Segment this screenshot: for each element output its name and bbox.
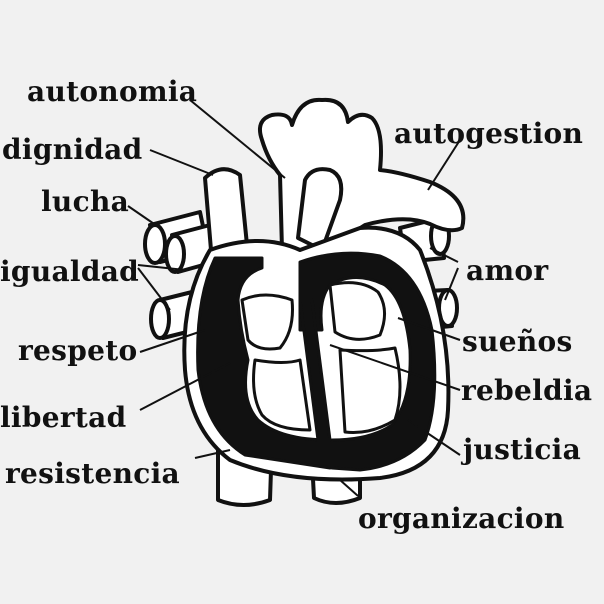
label-suenos: sueños	[462, 325, 573, 358]
label-rebeldia: rebeldia	[461, 374, 593, 407]
right-atrium-chamber	[240, 293, 294, 351]
label-autogestion: autogestion	[394, 117, 584, 150]
label-respeto: respeto	[18, 334, 138, 367]
right-ventricle-chamber	[252, 358, 312, 432]
leader-lines	[127, 99, 461, 497]
left-ventricle-chamber	[338, 346, 402, 434]
left-ventricle-wall	[298, 251, 437, 472]
septum	[298, 298, 332, 442]
label-amor: amor	[466, 254, 549, 287]
label-organizacion: organizacion	[358, 502, 565, 535]
label-autonomia: autonomia	[27, 75, 198, 108]
left-atrium-chamber	[328, 281, 386, 341]
label-justicia: justicia	[463, 433, 582, 466]
right-atrium-wall	[196, 256, 332, 470]
pulmonary-artery	[296, 167, 344, 252]
label-igualdad: igualdad	[0, 255, 140, 288]
label-resistencia: resistencia	[5, 457, 180, 490]
label-lucha: lucha	[41, 185, 130, 218]
label-dignidad: dignidad	[2, 133, 143, 166]
label-libertad: libertad	[0, 401, 127, 434]
